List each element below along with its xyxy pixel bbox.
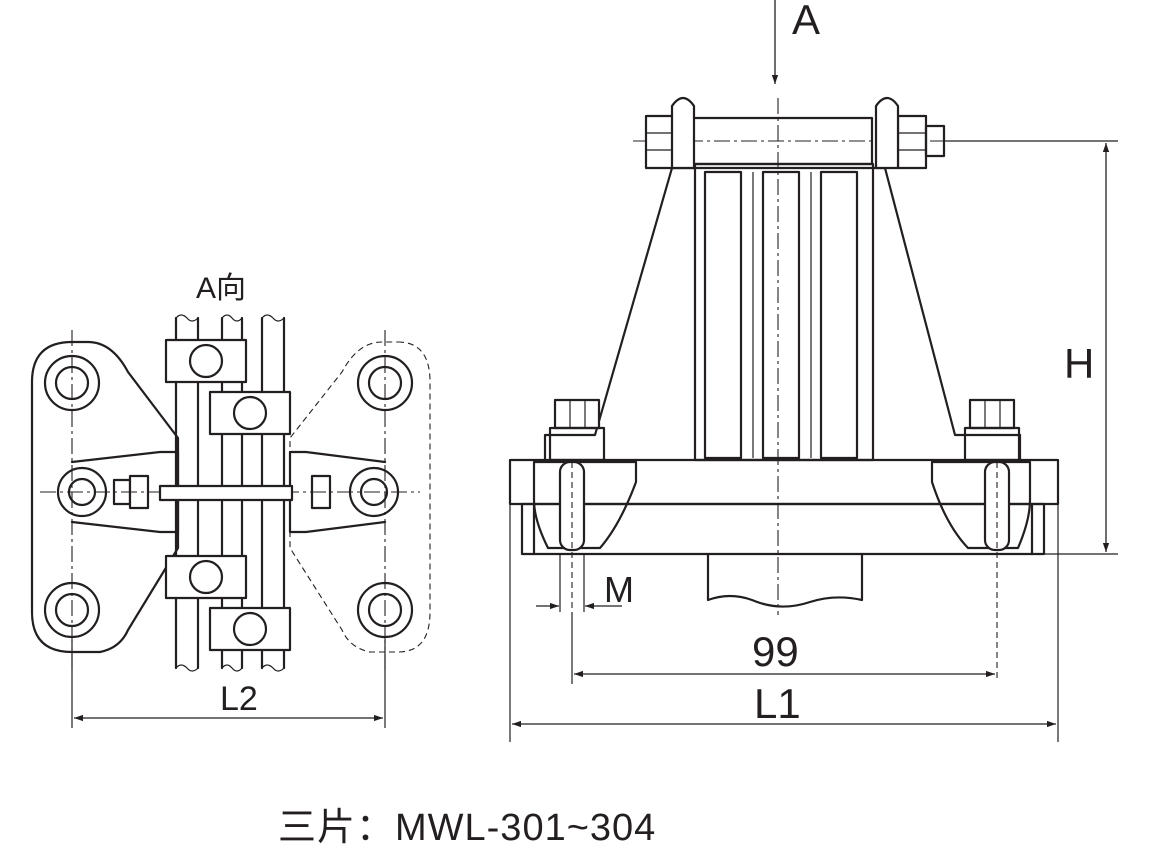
busbar-2 [761, 170, 801, 460]
busbar-housing [693, 162, 875, 462]
lug-right [874, 96, 900, 170]
busbar-3 [819, 170, 859, 460]
lug-left [670, 96, 696, 170]
bolt-label: M [604, 569, 634, 610]
busbar-1 [703, 170, 743, 460]
view-label: A向 [196, 272, 246, 305]
through-bar [158, 484, 294, 502]
model-caption: 三片：MWL-301~304 [278, 807, 657, 849]
clamp-bolt-4 [208, 606, 292, 652]
base-flange [508, 458, 1060, 506]
clamp-bolt-2 [208, 390, 292, 436]
clamp-bolt-3 [164, 554, 248, 600]
clamp-body [543, 166, 1022, 462]
clamp-bolt-1 [164, 338, 248, 384]
length1-label: L1 [754, 680, 801, 727]
base-nut-right [968, 398, 1016, 430]
flange-section-left [532, 460, 638, 550]
spacing-label: 99 [752, 628, 799, 675]
base-nut-left [553, 398, 601, 430]
length2-label: L2 [220, 680, 258, 718]
support-post [706, 552, 864, 608]
top-nut-left [644, 114, 676, 170]
base-plate [520, 502, 1046, 556]
a-view: A向 [30, 272, 431, 728]
right-plate [289, 341, 431, 653]
front-view: A [508, 0, 1118, 742]
top-nut-right [896, 114, 928, 170]
height-label: H [1064, 340, 1094, 387]
left-plate [30, 340, 180, 654]
view-arrow-label: A [792, 0, 820, 43]
